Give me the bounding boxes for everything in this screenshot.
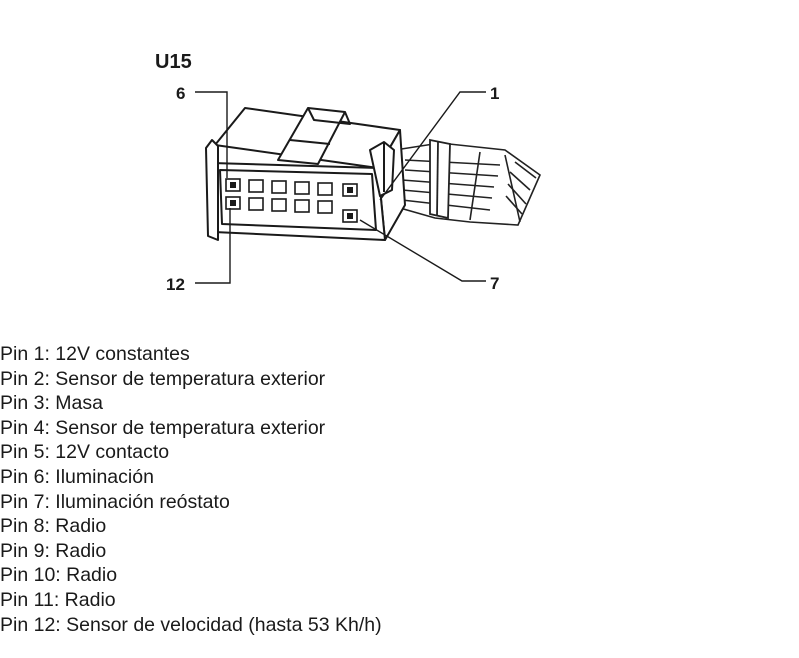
list-item: Pin 1: 12V constantes	[0, 343, 190, 365]
leader-lines	[195, 91, 486, 284]
list-item: Pin 4: Sensor de temperatura exterior	[0, 416, 326, 439]
list-item: Pin 5: 12V contacto	[0, 441, 170, 464]
callout-6: 6	[176, 84, 185, 103]
list-item: Pin 6: Iluminación	[0, 465, 154, 488]
list-item: Pin 10: Radio	[0, 564, 118, 587]
locking-tab	[277, 107, 351, 165]
list-item: Pin 8: Radio	[0, 515, 107, 538]
cable-clip	[429, 138, 451, 220]
list-item: Pin 11: Radio	[0, 588, 116, 611]
pin-cavities	[225, 178, 358, 223]
connector-title: U15	[155, 51, 192, 73]
callout-12: 12	[166, 275, 185, 294]
pin-description-list: Pin 1: 12V constantes Pin 2: Sensor de t…	[0, 342, 382, 637]
callout-7: 7	[490, 274, 499, 293]
list-item: Pin 3: Masa	[0, 392, 103, 415]
wire-bundle	[394, 142, 541, 226]
list-item: Pin 9: Radio	[0, 539, 107, 562]
list-item: Pin 7: Iluminación reóstato	[0, 490, 230, 513]
callout-1: 1	[490, 84, 499, 103]
list-item: Pin 12: Sensor de velocidad (hasta 53 Kh…	[0, 613, 382, 636]
connector-diagram: U15	[155, 51, 541, 294]
list-item: Pin 2: Sensor de temperatura exterior	[0, 367, 326, 390]
